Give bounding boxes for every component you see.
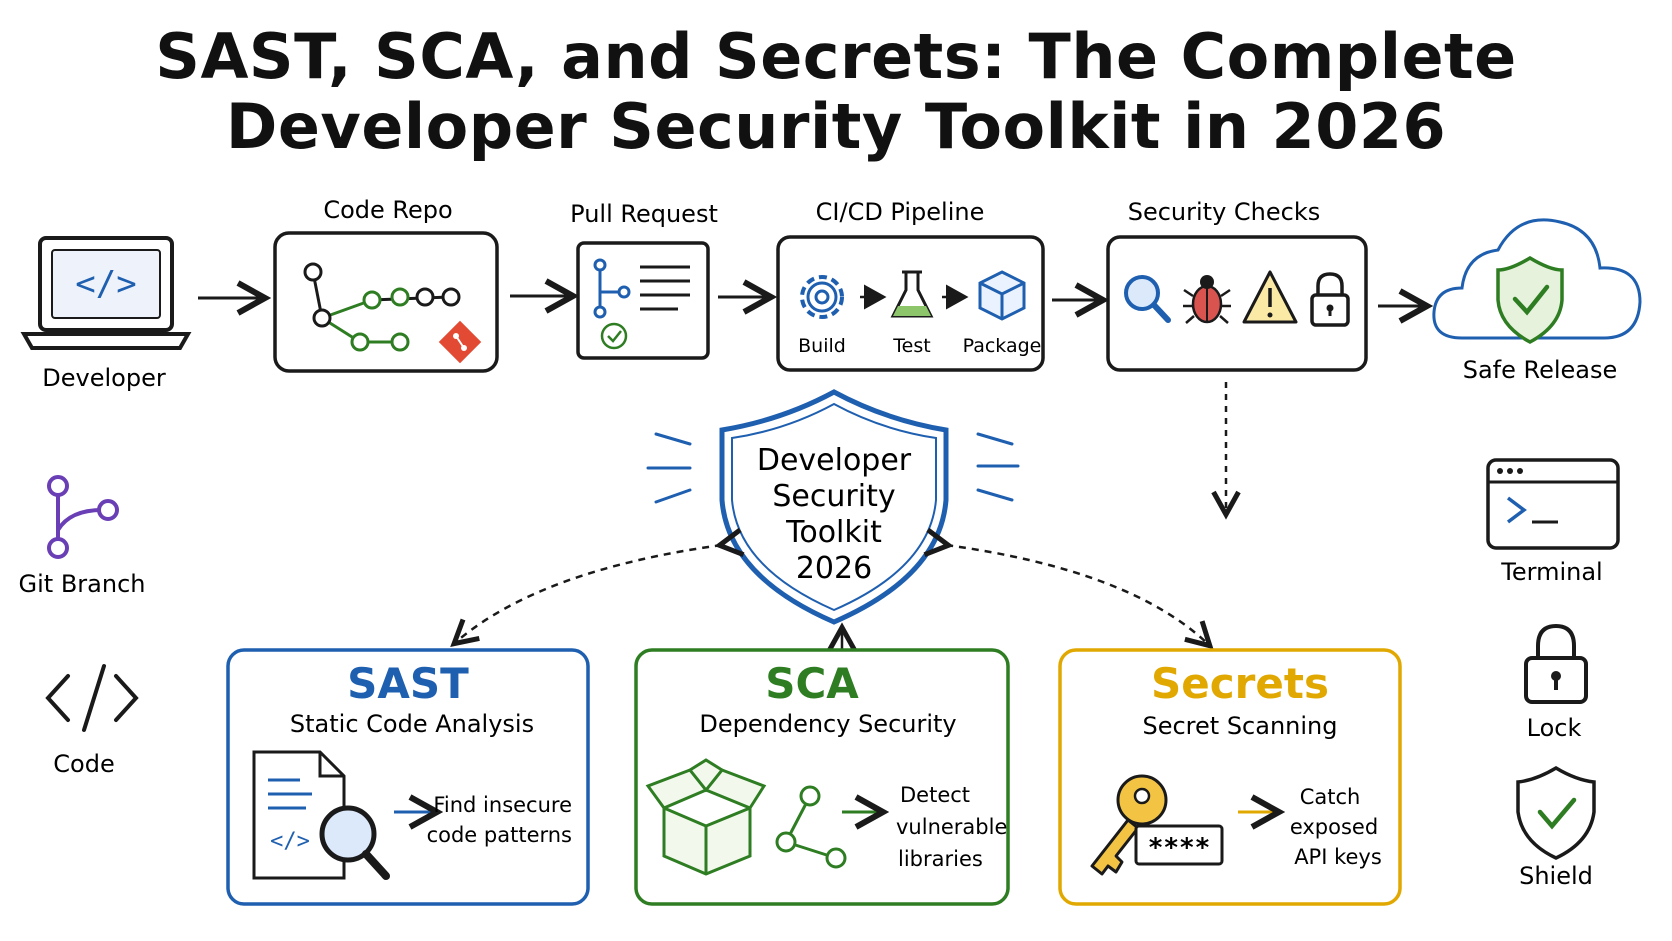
masked-text: **** — [1148, 833, 1211, 863]
legend-git-branch: Git Branch — [19, 475, 146, 598]
git-logo-icon — [438, 320, 482, 364]
shield-line-3: Toolkit — [785, 515, 882, 550]
gear-icon — [800, 275, 844, 319]
shield-line-2: Security — [772, 479, 895, 514]
terminal-icon — [1486, 458, 1620, 550]
check-circle-icon — [600, 322, 628, 350]
title-line-1: SAST, SCA, and Secrets: The Complete — [155, 20, 1516, 93]
sast-subtitle: Static Code Analysis — [290, 710, 534, 738]
svg-text:</>: </> — [270, 829, 310, 854]
safe-release-node: Safe Release — [1432, 218, 1642, 384]
security-checks-label: Security Checks — [1128, 198, 1321, 226]
open-box-icon — [645, 758, 767, 876]
sca-desc-1: Detect — [900, 783, 970, 807]
shield-check-icon — [1496, 255, 1564, 344]
lock-label: Lock — [1527, 714, 1582, 742]
pull-request-label: Pull Request — [570, 200, 718, 228]
dependency-graph-icon — [775, 785, 847, 869]
code-label: Code — [53, 750, 114, 778]
shield-line-4: 2026 — [796, 551, 872, 586]
pull-request-node: Pull Request — [570, 200, 718, 360]
legend-code: Code — [45, 664, 139, 778]
shield-icon — [1516, 765, 1596, 860]
code-repo-label: Code Repo — [323, 196, 452, 224]
text-lines-icon — [640, 265, 690, 311]
magnifier-icon — [1124, 275, 1171, 323]
security-checks-node: Security Checks — [1106, 198, 1368, 372]
sca-subtitle: Dependency Security — [699, 710, 956, 738]
sast-desc-1: Find insecure — [433, 793, 572, 817]
secrets-card: Secrets Secret Scanning **** Catch expos… — [1058, 648, 1402, 906]
secrets-desc-3: API keys — [1294, 845, 1382, 869]
toolkit-shield: Developer Security Toolkit 2026 — [646, 389, 1020, 625]
terminal-label: Terminal — [1500, 558, 1602, 586]
build-label: Build — [798, 335, 846, 357]
secrets-desc-1: Catch — [1300, 785, 1361, 809]
sast-card: SAST Static Code Analysis </> Find insec… — [226, 648, 590, 906]
document-search-icon: </> — [252, 750, 390, 880]
cicd-label: CI/CD Pipeline — [816, 198, 985, 226]
legend-lock: Lock — [1524, 623, 1588, 742]
code-icon — [45, 664, 139, 732]
test-label: Test — [892, 335, 930, 357]
sca-desc-2: vulnerable — [896, 815, 1007, 839]
sca-desc-3: libraries — [898, 847, 983, 871]
connector-shield-sast — [456, 545, 722, 642]
lock-icon — [1524, 623, 1588, 704]
secrets-subtitle: Secret Scanning — [1142, 712, 1337, 740]
title-line-2: Developer Security Toolkit in 2026 — [226, 90, 1446, 163]
sca-card: SCA Dependency Security Detect vulnerabl… — [634, 648, 1010, 906]
warning-icon — [1242, 270, 1298, 324]
key-icon — [1090, 774, 1168, 876]
git-branch-label: Git Branch — [19, 570, 146, 598]
code-repo-node: Code Repo — [273, 196, 499, 373]
developer-label: Developer — [42, 364, 166, 392]
package-label: Package — [963, 335, 1042, 357]
masked-password-field: **** — [1134, 824, 1224, 866]
cicd-node: CI/CD Pipeline Build Test Package — [776, 198, 1045, 372]
package-icon — [978, 270, 1026, 321]
bug-icon — [1183, 275, 1231, 324]
shield-line-1: Developer — [757, 443, 912, 478]
commit-graph-icon — [303, 262, 461, 352]
developer-node: </> Developer — [20, 236, 192, 392]
legend-terminal: Terminal — [1486, 458, 1620, 586]
flask-icon — [890, 270, 934, 318]
sast-desc-2: code patterns — [427, 823, 572, 847]
svg-text:</>: </> — [75, 264, 136, 304]
sast-title: SAST — [347, 659, 469, 708]
secrets-title: Secrets — [1151, 659, 1329, 708]
shield-label: Shield — [1519, 862, 1593, 890]
git-branch-icon — [47, 475, 119, 559]
branch-icon — [593, 258, 631, 319]
laptop-icon: </> — [20, 236, 192, 350]
safe-release-label: Safe Release — [1463, 356, 1618, 384]
connector-shield-secrets — [946, 545, 1208, 644]
cloud-icon — [1432, 218, 1642, 340]
padlock-icon — [1310, 272, 1350, 327]
secrets-desc-2: exposed — [1290, 815, 1378, 839]
sca-title: SCA — [765, 659, 859, 708]
legend-shield: Shield — [1516, 765, 1596, 890]
